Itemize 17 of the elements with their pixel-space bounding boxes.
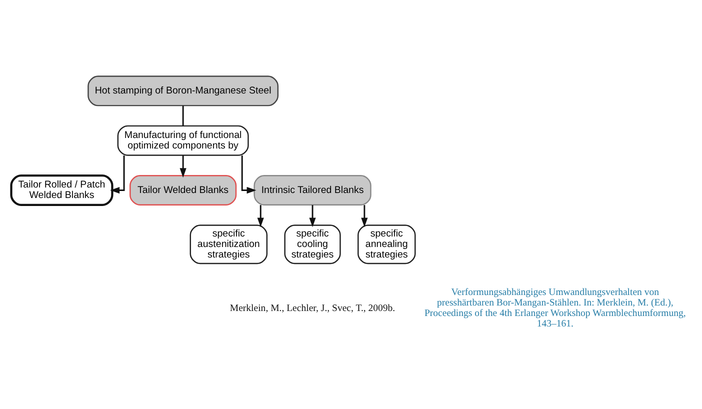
arrow: [361, 205, 368, 228]
node-box: Tailor Welded Blanks: [130, 174, 237, 206]
node-box: Manufacturing of functional optimized components by: [117, 125, 249, 156]
arrow: [110, 155, 125, 194]
node-box: specific austenitization strategies: [190, 224, 268, 264]
node-box: Hot stamping of Boron-Manganese Steel: [88, 76, 279, 106]
arrow: [180, 155, 186, 178]
arrow: [257, 205, 264, 228]
connector: [182, 106, 184, 126]
node-box: specific annealing strategies: [358, 224, 416, 264]
node-box: Tailor Rolled / Patch Welded Blanks: [10, 174, 114, 206]
label: Merklein, M., Lechler, J., Svec, T., 2009b.: [230, 302, 396, 314]
arrow: [309, 205, 316, 228]
arrow: [241, 155, 256, 194]
node-box: Intrinsic Tailored Blanks: [254, 174, 372, 206]
label: Verformungsabhängiges Umwandlungsverhalten von presshärtbaren Bor-Mangan-Stählen. In: Merklein, M. (Ed.), Proceedings of the 4th Erlanger Workshop Warmblechumformung, 143–161.: [424, 286, 686, 330]
node-box: specific cooling strategies: [284, 224, 341, 264]
